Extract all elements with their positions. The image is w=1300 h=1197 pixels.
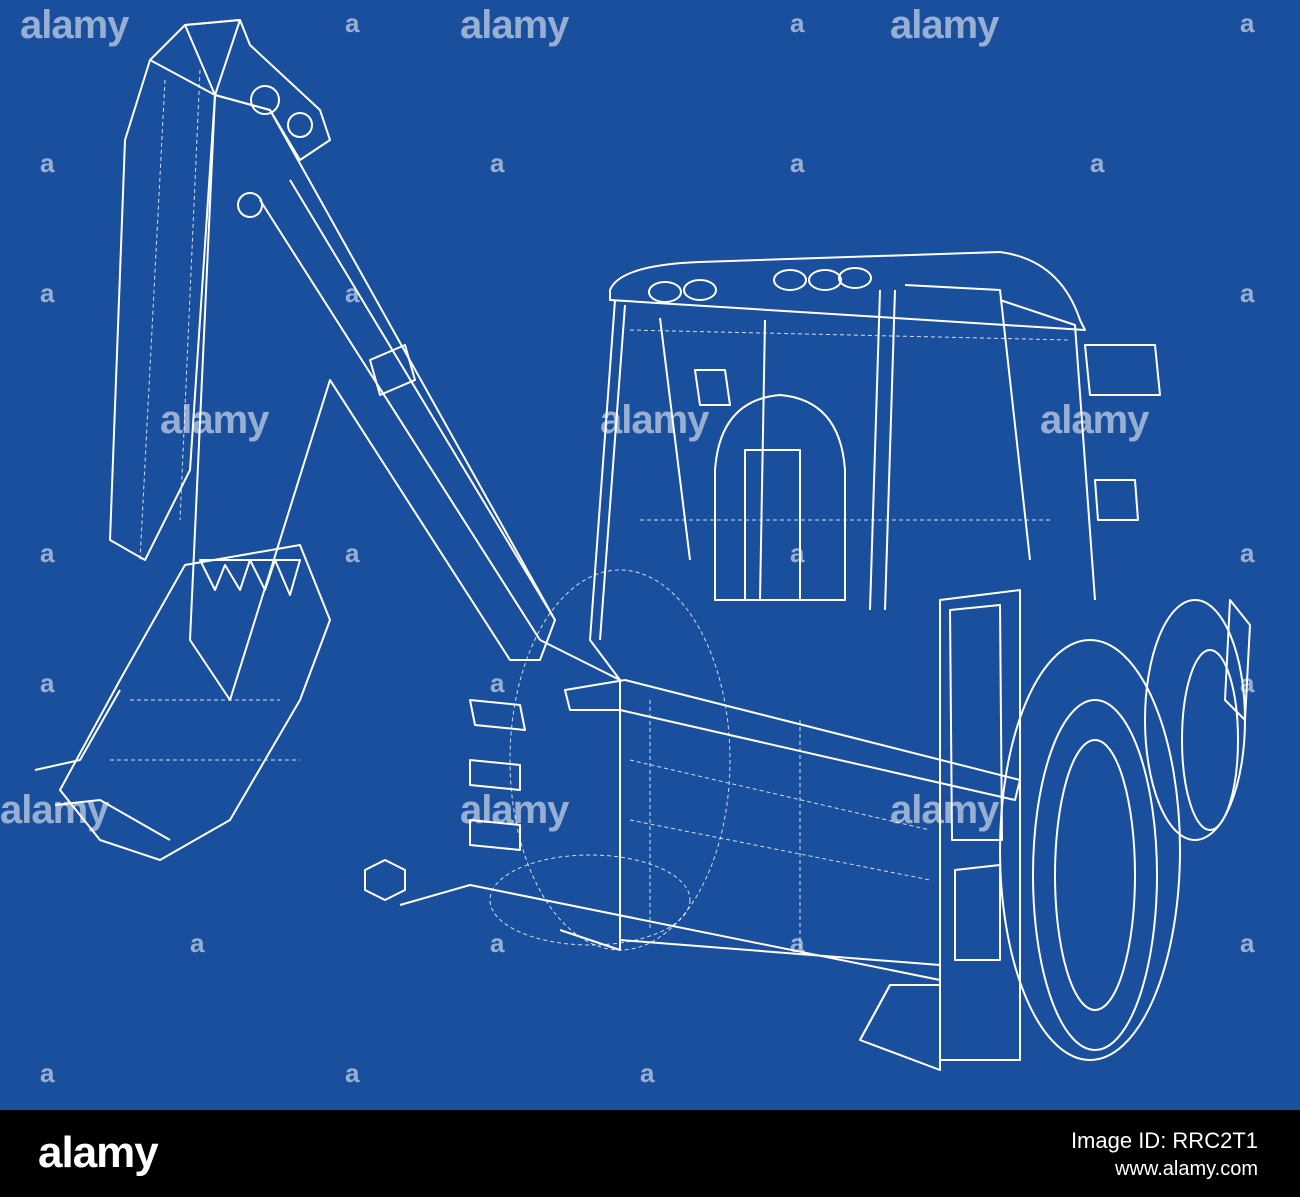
watermark-text: alamy: [600, 398, 709, 442]
watermark-letter: a: [1240, 8, 1255, 38]
illustration-canvas: alamy alamy alamy alamy alamy alamy alam…: [0, 0, 1300, 1110]
watermark-text: alamy: [890, 788, 999, 832]
watermark-letter: a: [345, 538, 360, 568]
watermark-letter: a: [40, 148, 55, 178]
watermark-letter: a: [190, 928, 205, 958]
watermark-letter: a: [490, 928, 505, 958]
watermark-letter: a: [40, 278, 55, 308]
watermark-letter: a: [345, 278, 360, 308]
backhoe-bucket: [34, 544, 331, 861]
site-url-label[interactable]: www.alamy.com: [1115, 1158, 1258, 1180]
watermark-letter: a: [1240, 928, 1255, 958]
image-id-label: Image ID: RRC2T1: [1070, 1128, 1258, 1153]
watermark-letter: a: [1240, 278, 1255, 308]
watermark-letter: a: [790, 538, 805, 568]
watermark-letter: a: [40, 1058, 55, 1088]
watermark-text: alamy: [1040, 398, 1149, 442]
watermark-letter: a: [790, 8, 805, 38]
watermark-letter: a: [490, 668, 505, 698]
watermark-text: alamy: [160, 398, 269, 442]
stabilizer-leg: [859, 589, 1021, 1071]
rear-wheels: [489, 569, 1251, 1061]
stock-footer-bar: alamy Image ID: RRC2T1 www.alamy.com: [0, 1110, 1300, 1197]
watermark-text: alamy: [890, 3, 999, 47]
watermark-text: alamy: [460, 3, 569, 47]
watermark-letter: a: [1240, 668, 1255, 698]
backhoe-boom-arm: [109, 19, 556, 701]
loader-chassis: [364, 639, 1021, 981]
watermark-letter: a: [640, 1058, 655, 1088]
watermark-text: alamy: [20, 3, 129, 47]
watermark-letter: a: [490, 148, 505, 178]
watermark-text: alamy: [0, 788, 109, 832]
watermark-letter: a: [40, 538, 55, 568]
loader-cab: [589, 251, 1161, 681]
watermark-letter: a: [790, 928, 805, 958]
backhoe-wireframe-drawing: [34, 19, 1251, 1071]
watermark-letter: a: [790, 148, 805, 178]
watermark-letter: a: [345, 1058, 360, 1088]
watermark-letter: a: [1240, 538, 1255, 568]
watermark-letter: a: [345, 8, 360, 38]
watermark-letter: a: [1090, 148, 1105, 178]
watermark-text: alamy: [460, 788, 569, 832]
watermark-letter: a: [40, 668, 55, 698]
alamy-logo[interactable]: alamy: [38, 1128, 159, 1177]
